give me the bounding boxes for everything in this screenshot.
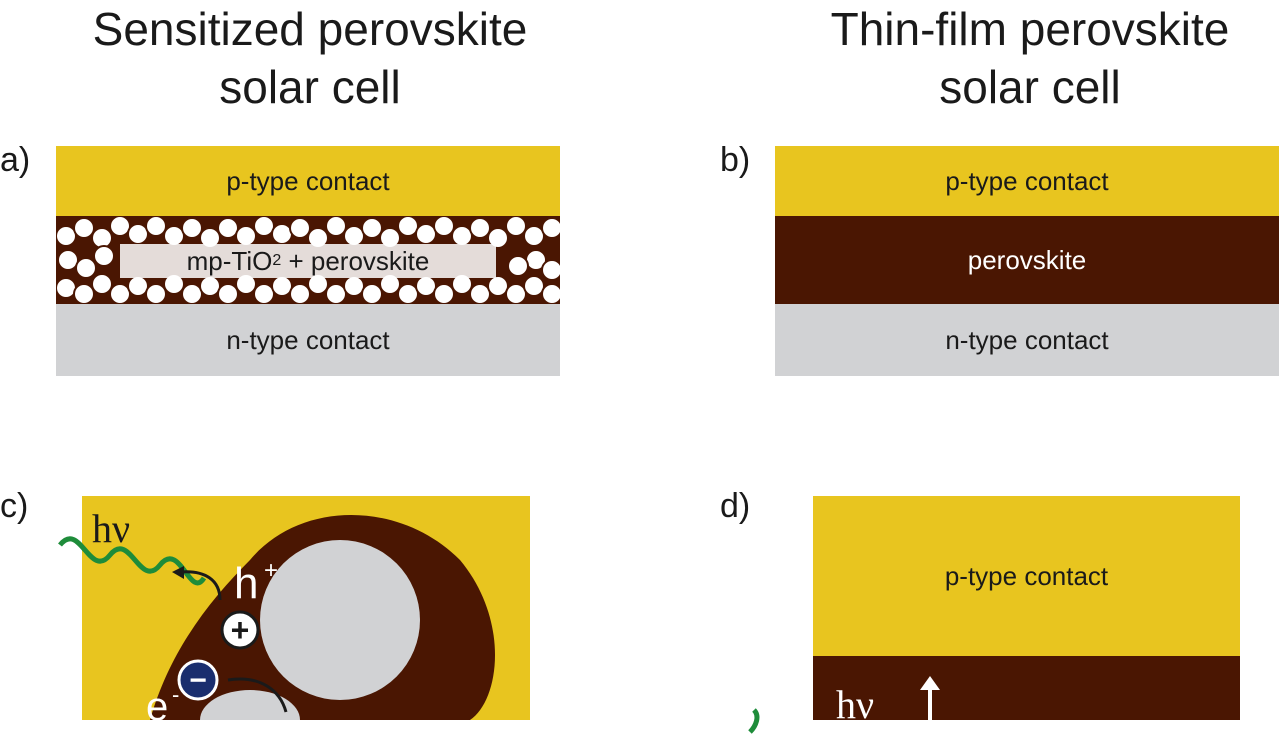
b-n-type-label: n-type contact (945, 324, 1109, 355)
d-photon-wave (748, 708, 760, 734)
c-electron-symbol (177, 659, 219, 701)
c-electron-label: e (146, 685, 168, 720)
c-hole-charge: + (264, 557, 278, 584)
panel-c-diagram: hν h + + − e - (58, 496, 530, 720)
title-thin-film-line2: solar cell (939, 61, 1121, 113)
b-perovskite-label: perovskite (967, 244, 1087, 275)
c-electron-arrow (227, 677, 288, 713)
tio2-particles (56, 216, 560, 304)
title-thin-film-line1: Thin-film perovskite (830, 3, 1230, 55)
a-p-type-layer: p-type contact (56, 146, 560, 216)
c-photon-label: hν (92, 506, 130, 551)
a-mesoporous-label-rest: + perovskite (281, 245, 430, 276)
a-n-type-label: n-type contact (226, 324, 390, 355)
title-thin-film: Thin-film perovskite solar cell (720, 0, 1280, 116)
title-sensitized-line2: solar cell (219, 61, 401, 113)
d-up-arrow-head (920, 676, 940, 690)
panel-label-b: b) (720, 141, 751, 179)
panel-label-c: c) (0, 487, 29, 525)
c-minus-sign: − (189, 664, 207, 697)
c-tio2-particle-lower (200, 690, 300, 720)
d-p-type-label: p-type contact (944, 560, 1109, 591)
c-hole-arrow-head (172, 566, 184, 579)
c-plus-sign: + (231, 612, 250, 648)
title-sensitized: Sensitized perovskite solar cell (0, 0, 620, 116)
a-p-type-label: p-type contact (226, 165, 390, 196)
a-n-type-layer: n-type contact (56, 304, 560, 376)
panel-label-a: a) (0, 141, 31, 179)
c-hole-label: h (234, 559, 258, 608)
title-sensitized-line1: Sensitized perovskite (92, 3, 528, 55)
c-electron-charge: - (172, 682, 179, 707)
b-perovskite-layer: perovskite (775, 216, 1279, 304)
d-photon-label: hν (836, 682, 874, 727)
d-perovskite-layer (813, 656, 1240, 720)
c-hole-symbol (220, 610, 260, 650)
panel-d-overlay: hν (748, 676, 940, 734)
c-hole-arrow (179, 570, 222, 601)
d-p-type-layer: p-type contact (813, 496, 1240, 656)
a-mesoporous-label-text: mp-TiO (186, 245, 273, 276)
a-mesoporous-subscript: 2 (272, 252, 282, 269)
b-p-type-layer: p-type contact (775, 146, 1279, 216)
b-p-type-label: p-type contact (945, 165, 1109, 196)
panel-label-d: d) (720, 487, 751, 525)
c-tio2-particle-upper (260, 540, 420, 700)
b-n-type-layer: n-type contact (775, 304, 1279, 376)
